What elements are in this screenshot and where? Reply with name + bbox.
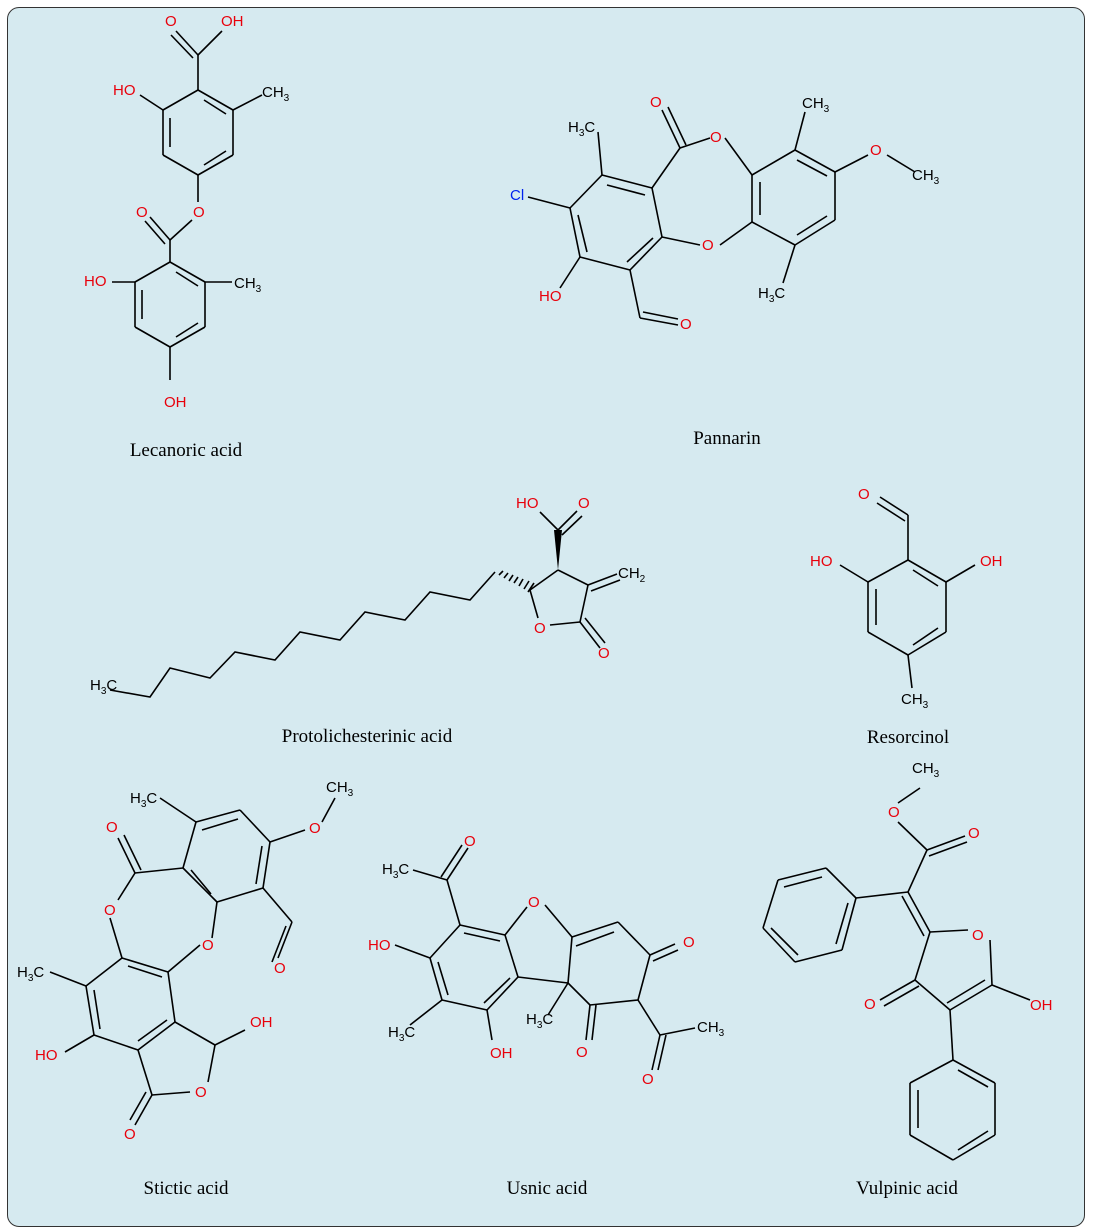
caption-usnic-acid: Usnic acid — [506, 1178, 588, 1199]
o-label: O — [576, 1044, 588, 1061]
oh-label: OH — [980, 553, 1003, 570]
caption-resorcinol: Resorcinol — [866, 727, 950, 748]
ho-label: HO — [113, 82, 136, 99]
structure-usnic-acid — [394, 844, 696, 1071]
o-label: O — [702, 237, 714, 254]
figure-panel — [7, 7, 1085, 1227]
o-label: O — [968, 825, 980, 842]
structure-lecanoric-acid — [112, 30, 263, 380]
o-label: O — [650, 94, 662, 111]
o-label: O — [274, 960, 286, 977]
o-label: O — [710, 129, 722, 146]
caption-pannarin: Pannarin — [693, 428, 761, 449]
oh-label: OH — [490, 1045, 513, 1062]
o-label: O — [464, 833, 476, 850]
ho-label: HO — [516, 495, 539, 512]
o-label: O — [578, 495, 590, 512]
structure-stictic-acid — [49, 797, 336, 1126]
structure-vulpinic-acid — [762, 787, 1031, 1161]
o-label: O — [136, 204, 148, 221]
caption-lecanoric-acid: Lecanoric acid — [129, 440, 243, 461]
o-label: O — [202, 937, 214, 954]
oh-label: OH — [164, 394, 187, 411]
h3c-label: H3C — [90, 677, 117, 697]
h3c-label: H3C — [130, 790, 157, 810]
h3c-label: H3C — [17, 964, 44, 984]
oh-label: OH — [250, 1014, 273, 1031]
o-label: O — [680, 316, 692, 333]
ch3-label: CH3 — [912, 167, 940, 187]
o-label: O — [972, 927, 984, 944]
ch3-label: CH3 — [802, 95, 830, 115]
ho-label: HO — [84, 273, 107, 290]
caption-stictic-acid: Stictic acid — [143, 1178, 229, 1199]
cl-label: Cl — [510, 187, 524, 204]
o-label: O — [858, 486, 870, 503]
ch3-label: CH3 — [262, 84, 290, 104]
structure-protolichesterinic-acid — [109, 510, 621, 698]
ho-label: HO — [539, 288, 562, 305]
ch3-label: CH3 — [901, 691, 929, 711]
oh-label: OH — [1030, 997, 1053, 1014]
o-label: O — [104, 902, 116, 919]
ch3-label: CH3 — [234, 275, 262, 295]
o-label: O — [106, 819, 118, 836]
ho-label: HO — [35, 1047, 58, 1064]
caption-vulpinic-acid: Vulpinic acid — [856, 1178, 958, 1199]
ch3-label: CH3 — [697, 1019, 725, 1039]
oh-label: OH — [221, 13, 244, 30]
o-label: O — [193, 204, 205, 221]
ho-label: HO — [810, 553, 833, 570]
o-label: O — [165, 13, 177, 30]
h3c-label: H3C — [758, 285, 785, 305]
ho-label: HO — [368, 937, 391, 954]
o-label: O — [124, 1126, 136, 1143]
o-label: O — [642, 1071, 654, 1088]
o-label: O — [888, 804, 900, 821]
o-label: O — [528, 894, 540, 911]
h3c-label: H3C — [382, 861, 409, 881]
ch3-label: CH3 — [912, 760, 940, 780]
o-label: O — [683, 934, 695, 951]
structure-resorcinol — [839, 496, 976, 689]
o-label: O — [870, 142, 882, 159]
h3c-label: H3C — [568, 119, 595, 139]
o-label: O — [195, 1084, 207, 1101]
o-label: O — [864, 996, 876, 1013]
o-label: O — [598, 645, 610, 662]
o-label: O — [534, 620, 546, 637]
ch2-label: CH2 — [618, 565, 646, 585]
caption-protolichesterinic-acid: Protolichesterinic acid — [281, 726, 453, 747]
ch3-label: CH3 — [326, 779, 354, 799]
o-label: O — [309, 820, 321, 837]
structure-pannarin — [527, 106, 916, 326]
h3c-label: H3C — [526, 1011, 553, 1031]
h3c-label: H3C — [388, 1024, 415, 1044]
